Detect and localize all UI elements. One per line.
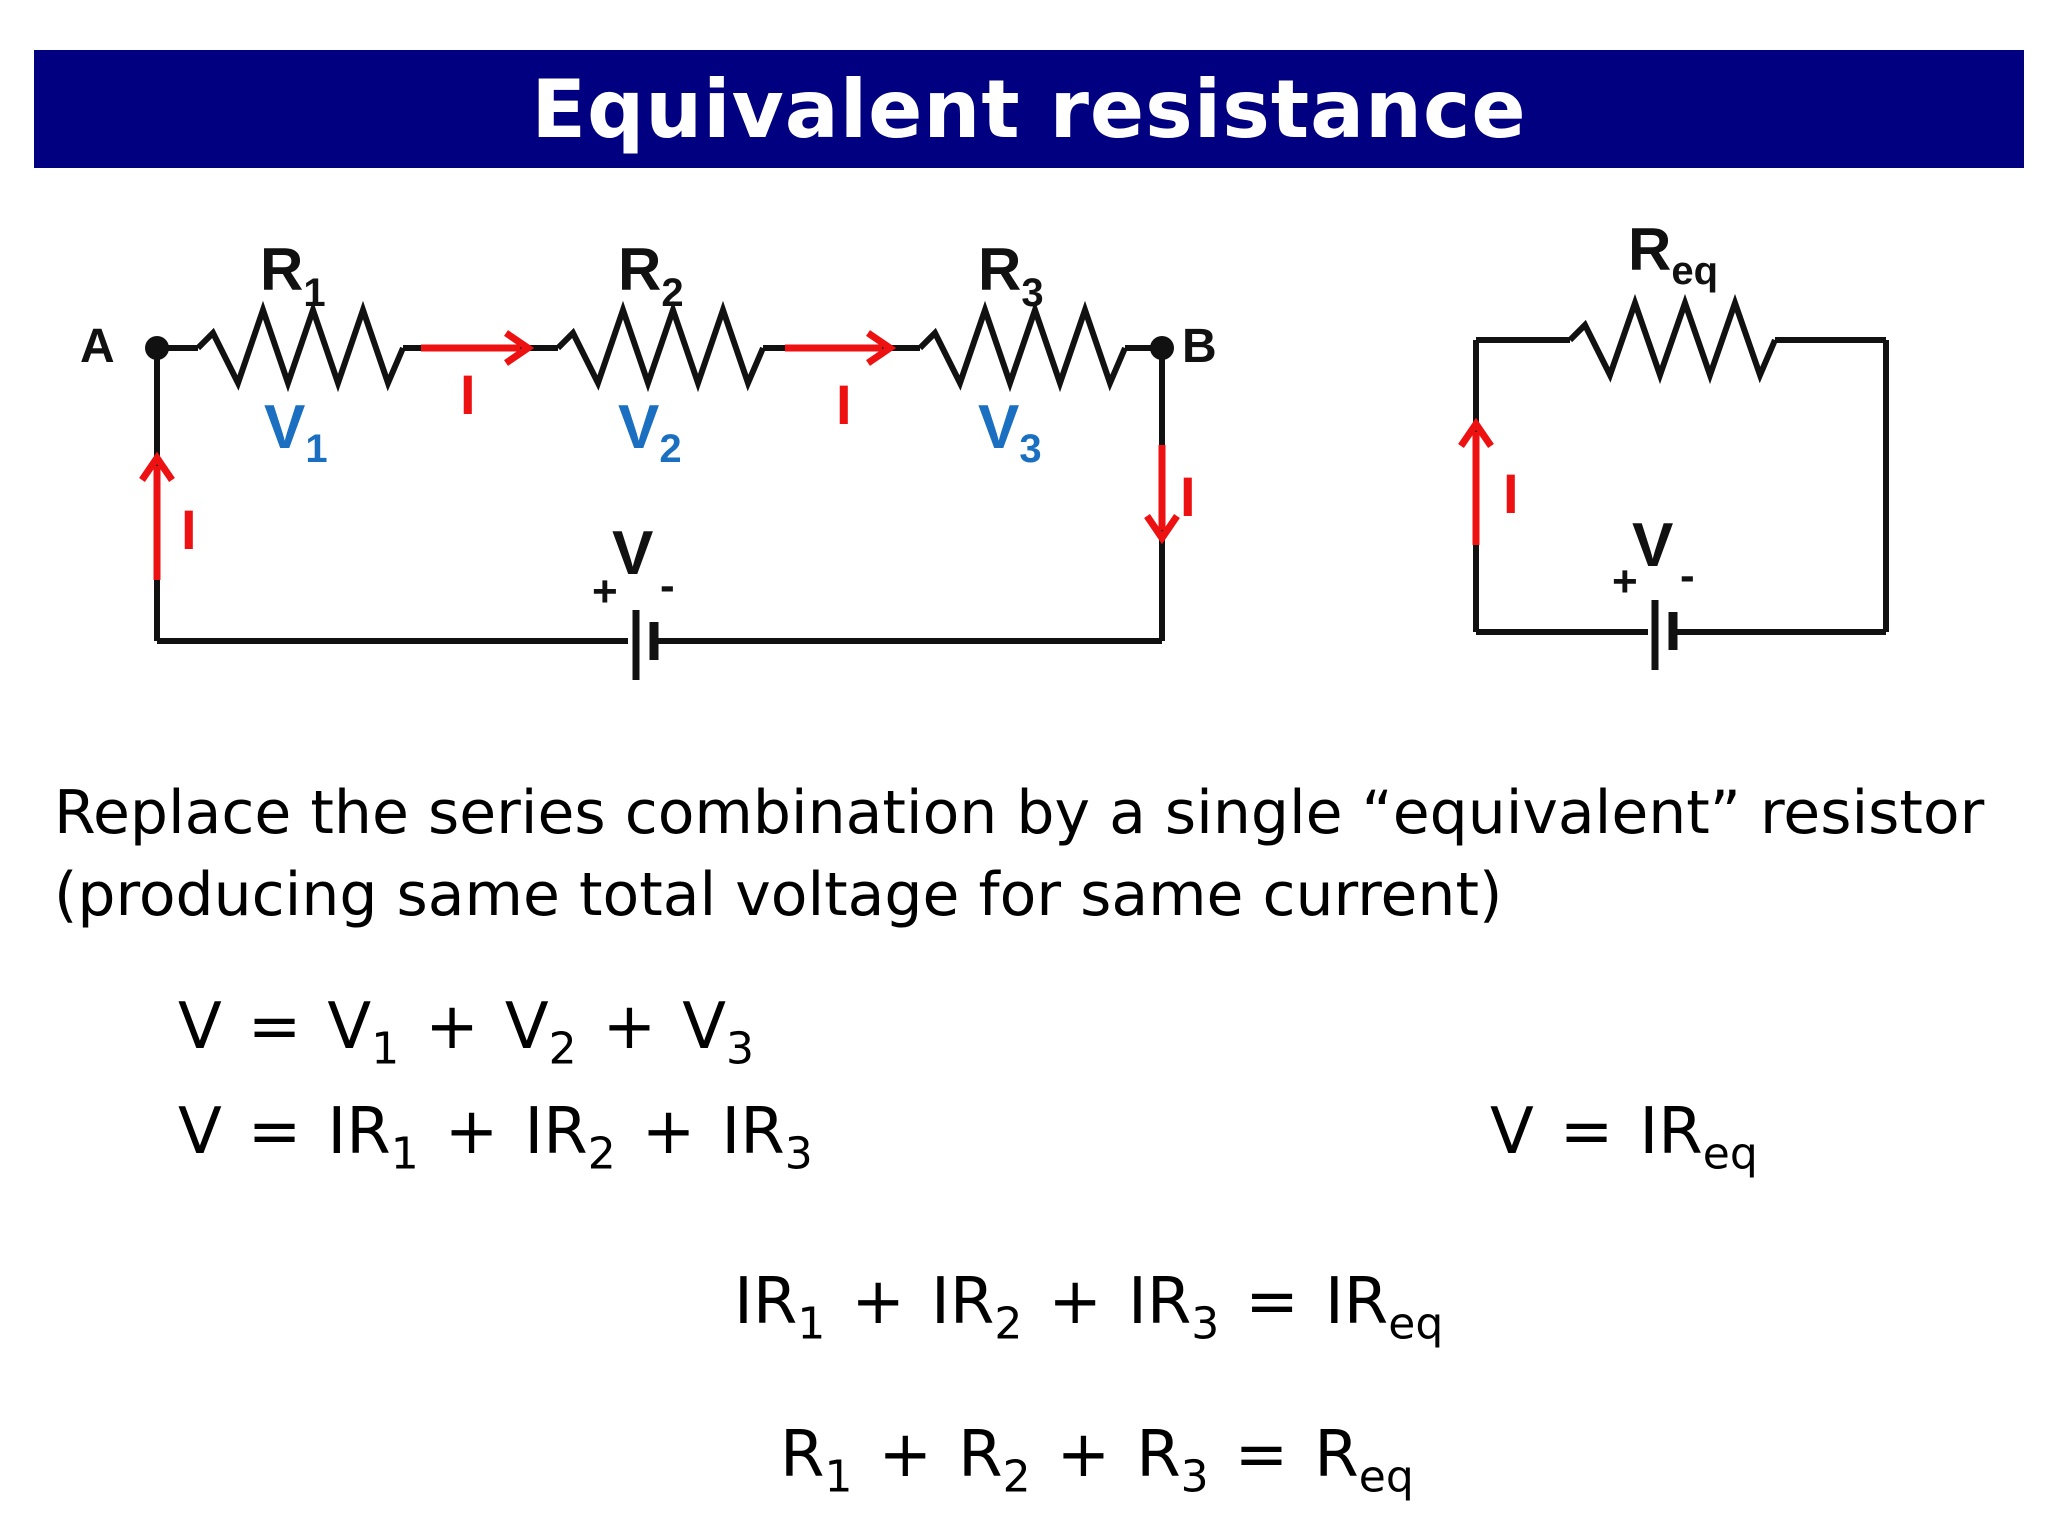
series-circuit (154, 300, 1165, 680)
resistor-req-label: Req (1628, 216, 1718, 293)
node-a-label: A (80, 320, 115, 373)
explanation-line-1: Replace the series combination by a sing… (54, 778, 1985, 848)
current-label-1: I (460, 363, 476, 426)
battery-plus-label: + (592, 567, 618, 616)
resistor-r3-label: R3 (978, 236, 1044, 315)
voltage-v1-label: V1 (264, 393, 328, 471)
resistor-r3-zigzag (917, 300, 1128, 393)
voltage-v3-label: V3 (978, 393, 1042, 471)
voltage-v2-label: V2 (618, 393, 682, 471)
eq-battery-minus-label: - (1680, 551, 1695, 600)
title-banner: Equivalent resistance (34, 50, 2024, 168)
equation-equivalent: V=IReq (1490, 1095, 1758, 1180)
eq-current-arrowhead (1458, 417, 1494, 448)
resistor-r2-label: R2 (618, 236, 684, 315)
current-label-right: I (1180, 465, 1196, 528)
current-label-left: I (181, 498, 197, 561)
node-b-dot (1150, 336, 1174, 360)
slide-title: Equivalent resistance (531, 62, 1527, 156)
battery-voltage-label: V (612, 519, 653, 588)
equation-combined: IR1+IR2+IR3=IReq (734, 1265, 1444, 1350)
current-arrowhead-right (1144, 514, 1180, 545)
equivalent-circuit (1473, 293, 1889, 670)
node-a-dot (145, 336, 169, 360)
current-arrowhead-left (139, 451, 175, 482)
current-arrowhead-1 (504, 330, 535, 366)
current-label-2: I (836, 373, 852, 436)
resistor-r2-zigzag (555, 300, 766, 393)
equation-ohms-sum: V=IR1+IR2+IR3 (178, 1095, 813, 1180)
equation-voltage-sum: V=V1+V2+V3 (178, 990, 754, 1075)
equation-resistance-sum: R1+R2+R3=Req (780, 1418, 1414, 1503)
node-b-label: B (1182, 320, 1217, 373)
resistor-r1-label: R1 (260, 236, 326, 315)
current-arrowhead-2 (866, 330, 897, 366)
battery-minus-label: - (660, 561, 675, 610)
eq-battery-plus-label: + (1612, 557, 1638, 606)
eq-battery-voltage-label: V (1632, 511, 1673, 580)
resistor-r1-zigzag (195, 300, 406, 393)
current-arrows-left (139, 330, 1180, 580)
current-arrow-right-circuit (1458, 417, 1494, 545)
explanation-line-2: (producing same total voltage for same c… (54, 860, 1503, 930)
eq-current-label: I (1503, 462, 1519, 525)
resistor-req-zigzag (1567, 293, 1778, 385)
